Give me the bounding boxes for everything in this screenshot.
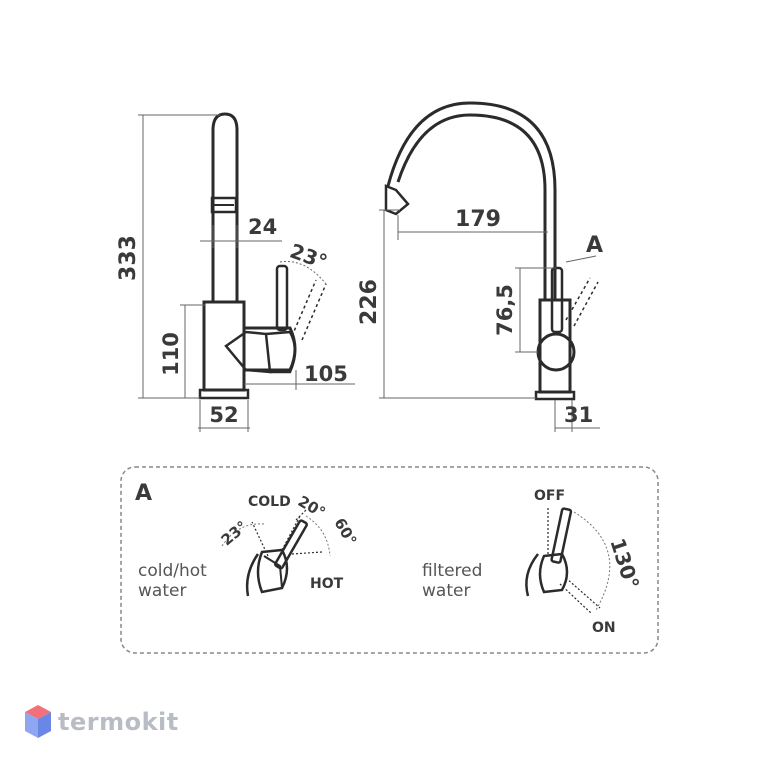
front-view-dimension-lines: [379, 209, 600, 432]
angle-hot: 60°: [330, 515, 360, 549]
brand-name: termokit: [58, 708, 179, 736]
side-view-drawing: [198, 112, 327, 400]
angle-range: 130°: [605, 535, 644, 592]
dim-base-offset: 31: [564, 403, 593, 427]
filter-handle-drawing: [525, 506, 611, 615]
filtered-caption-line2: water: [422, 581, 470, 601]
dim-body-height: 110: [159, 332, 183, 376]
filtered-caption-line1: filtered: [422, 561, 482, 581]
dim-total-height: 333: [116, 235, 141, 281]
hot-label: HOT: [310, 576, 344, 592]
dim-spout-diameter: 24: [248, 215, 277, 239]
dim-spout-height: 226: [357, 279, 382, 325]
cold-hot-caption-line2: water: [138, 581, 186, 601]
on-label: ON: [592, 620, 616, 636]
dim-lever-angle: 23°: [287, 239, 331, 274]
front-view-drawing: [384, 101, 599, 401]
mixer-handle-drawing: [221, 509, 331, 597]
detail-a-marker: A: [586, 233, 603, 258]
cold-label: COLD: [248, 494, 291, 510]
off-label: OFF: [534, 488, 565, 504]
dim-body-projection: 105: [304, 362, 348, 386]
dim-lever-height: 76,5: [493, 284, 517, 336]
detail-a-title: A: [135, 481, 152, 506]
side-view-dimension-lines: [138, 114, 355, 432]
detail-a-panel: [120, 466, 659, 654]
cold-hot-caption-line1: cold/hot: [138, 561, 207, 581]
brand-logo-icon: [25, 705, 51, 738]
dim-base-width: 52: [209, 403, 238, 427]
dim-spout-reach: 179: [455, 207, 501, 232]
